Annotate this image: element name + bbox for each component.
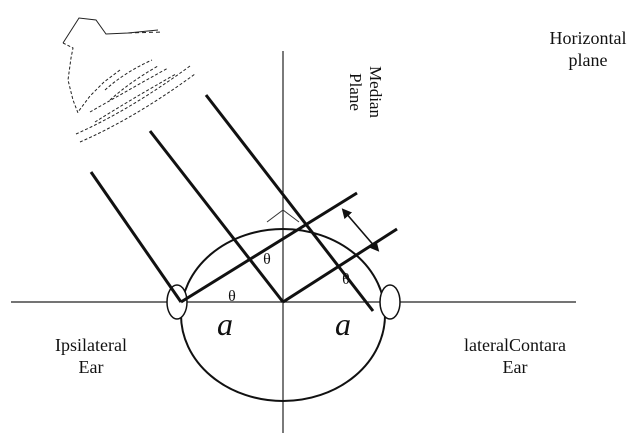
theta-label-left: θ (228, 288, 236, 305)
ipsilateral-ear-label-line2: Ear (79, 357, 104, 377)
ipsilateral-ear-label-line1: Ipsilateral (55, 335, 127, 355)
contralateral-ear-label-line2: Ear (503, 357, 528, 377)
contralateral-ear-label-line1: lateralContara (464, 335, 566, 355)
theta-label-right: θ (342, 271, 350, 288)
horizontal-plane-label-line2: plane (569, 50, 608, 70)
theta-label-median: θ (263, 251, 271, 268)
median-plane-label-line1: Median (366, 66, 385, 118)
median-plane-label-line2: Plane (346, 73, 365, 111)
wavefront-line-lower (282, 227, 398, 304)
median-apex-marker (266, 209, 300, 223)
sound-source-icon (62, 17, 196, 143)
wavefront-line-upper (180, 191, 358, 304)
sound-ray-1 (89, 171, 183, 303)
ipsilateral-ear (166, 284, 188, 320)
contralateral-ear (379, 284, 401, 320)
radius-label-left: a (217, 306, 233, 342)
sound-ray-2 (148, 130, 285, 303)
sound-ray-3 (204, 94, 375, 312)
radius-label-right: a (335, 306, 351, 342)
horizontal-plane-label-line1: Horizontal (550, 28, 627, 48)
path-difference-arrow (341, 208, 380, 252)
